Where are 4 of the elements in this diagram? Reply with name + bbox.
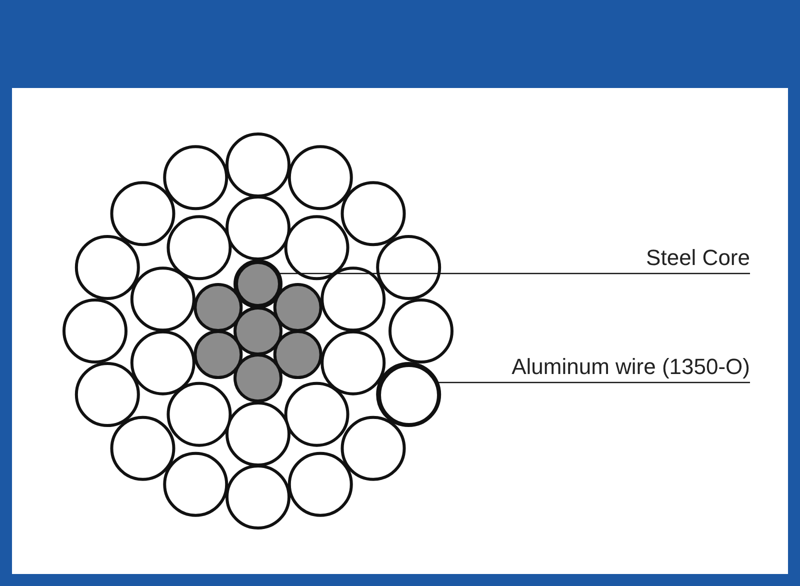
- leader-line: [437, 382, 750, 384]
- part-label: Aluminum wire (1350-O): [440, 353, 750, 381]
- part-label: Steel Core: [560, 244, 750, 272]
- leader-line: [278, 272, 750, 274]
